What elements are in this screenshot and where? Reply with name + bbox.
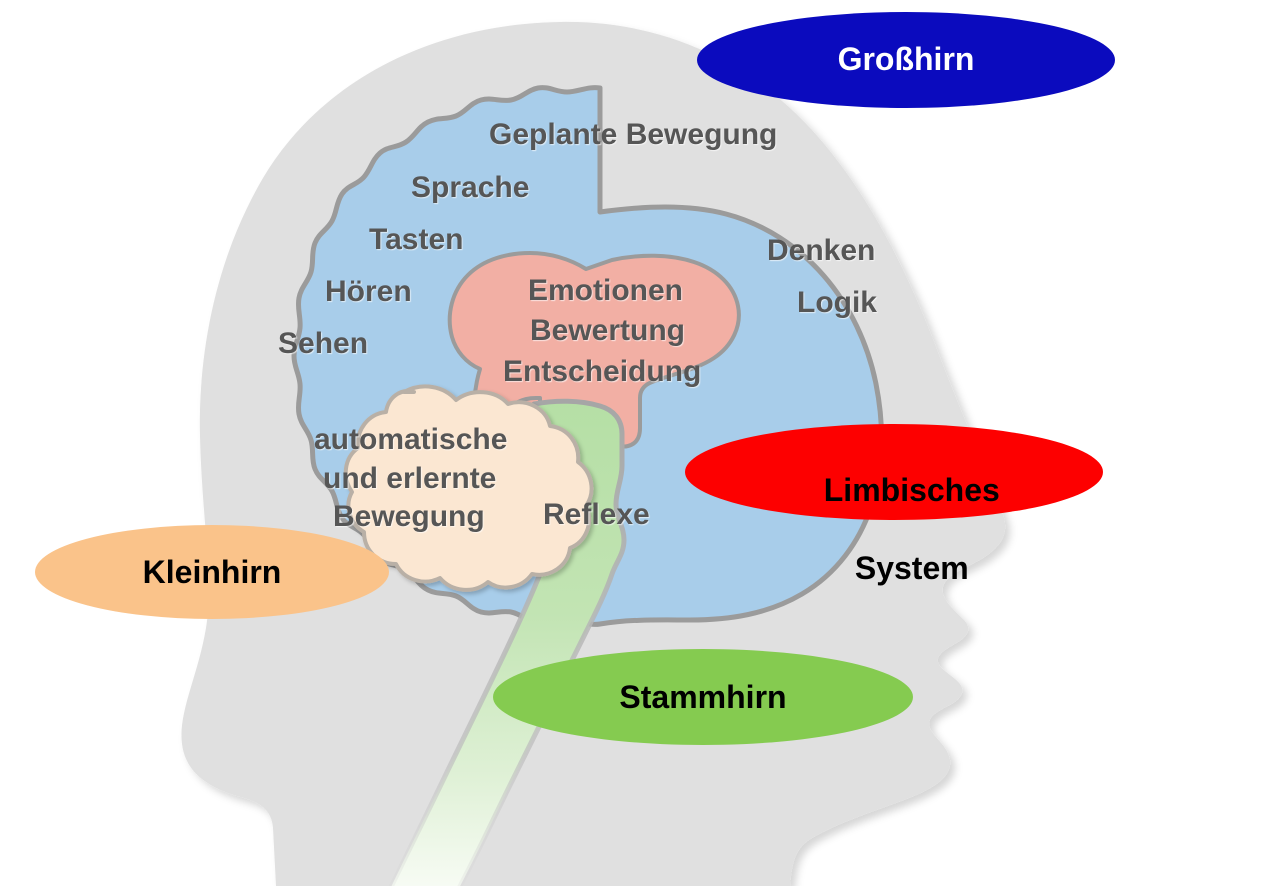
cerebellum-region bbox=[343, 384, 594, 592]
callout-ellipse-grosshirn[interactable] bbox=[697, 12, 1115, 108]
callout-ellipse-limbisches-system[interactable] bbox=[685, 424, 1103, 520]
callout-ellipse-stammhirn[interactable] bbox=[493, 649, 913, 745]
callout-ellipse-kleinhirn[interactable] bbox=[35, 525, 389, 619]
